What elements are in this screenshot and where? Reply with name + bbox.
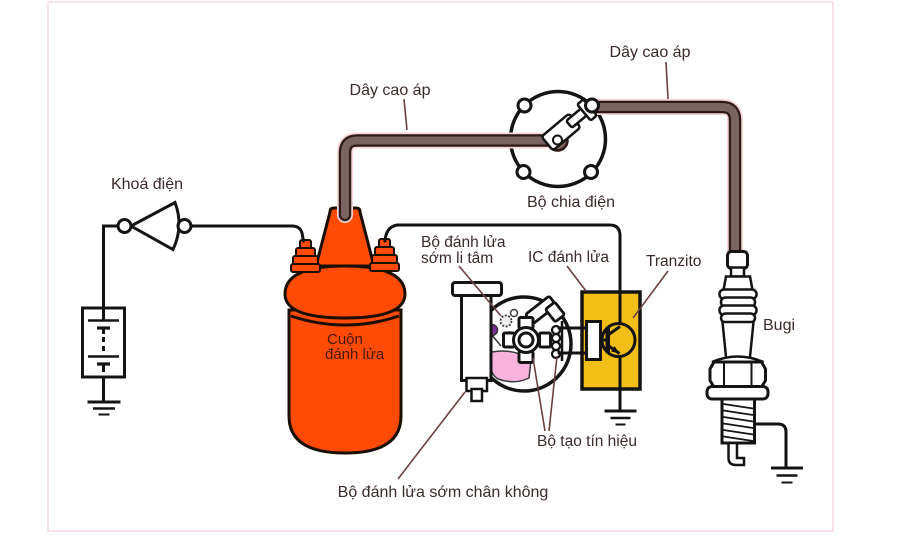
ignition-coil	[283, 206, 407, 455]
plug-terminal-nut	[726, 250, 749, 270]
ground-symbols	[87, 400, 803, 484]
coil-label-line2: đánh lửa	[325, 346, 385, 363]
transistor-base-bar	[605, 327, 610, 353]
labels: Dây cao áp Dây cao áp Khoá điện Bộ chia …	[111, 44, 795, 501]
hv-wire-left-label: Dây cao áp	[350, 82, 431, 99]
ic-input-terminal	[585, 320, 602, 361]
coil-body	[287, 308, 403, 455]
vacuum-advance-label: Bộ đánh lửa sớm chân không	[338, 484, 549, 501]
coil-label-line1: Cuộn	[327, 331, 363, 348]
plug-flare	[721, 275, 755, 292]
plug-electrode	[727, 441, 746, 467]
centrifugal-weight	[499, 314, 513, 328]
plug-washer	[705, 385, 770, 401]
switch-contact-right	[176, 218, 193, 234]
hv-wire-right-label: Dây cao áp	[610, 44, 691, 61]
ignition-switch-label: Khoá điện	[111, 176, 183, 193]
centrifugal-label-line1: Bộ đánh lửa	[421, 234, 506, 251]
plug-insulator-ribs	[718, 288, 758, 324]
hv-wire-core-right	[589, 103, 739, 255]
battery-symbol	[81, 306, 126, 379]
coil-label: Cuộn đánh lửa	[325, 331, 385, 363]
plug-ground-wire	[753, 422, 788, 470]
plug-hex-nut	[708, 360, 767, 389]
wire-coil-to-ic-ground	[383, 223, 622, 412]
transistor-label: Tranzito	[646, 253, 701, 270]
transistor-emitter-arrow	[611, 346, 620, 354]
diagram-border	[47, 1, 834, 532]
pickup-leads	[557, 326, 590, 355]
hv-wires	[337, 99, 743, 259]
ignition-ic-label: IC đánh lửa	[528, 249, 609, 266]
wire-switch-to-coil	[189, 224, 305, 243]
wire-switch-to-battery	[102, 224, 120, 310]
switch-contact-left	[116, 218, 133, 234]
distributor-rotor	[541, 98, 598, 152]
plug-neck	[729, 266, 746, 278]
pointer-ic	[566, 265, 587, 292]
coil-cap	[283, 264, 407, 320]
pointer-hv-right	[665, 61, 669, 100]
pointer-vacuum	[397, 391, 466, 480]
centrifugal-label-line2: sớm li tâm	[421, 250, 493, 267]
signal-generator-label: Bộ tạo tín hiệu	[537, 433, 637, 450]
distributor-label: Bộ chia điện	[527, 194, 615, 211]
plug-threads	[723, 403, 754, 442]
transistor-symbol	[600, 322, 637, 358]
signal-mechanism	[475, 295, 573, 393]
circuit-wires	[102, 223, 622, 412]
rotor-arm-tip-lower	[544, 301, 566, 323]
pointer-transistor	[632, 270, 669, 319]
pointer-hv-left	[403, 98, 408, 131]
distributor-screws	[515, 97, 600, 180]
vacuum-advance-unit	[451, 281, 503, 403]
coil-terminal-left	[290, 239, 321, 273]
pickup-coil	[550, 321, 564, 361]
switch-wedge	[127, 200, 181, 252]
small-gear	[509, 308, 519, 318]
spark-plug	[705, 250, 788, 470]
spark-plug-label: Bugi	[763, 317, 795, 334]
cam	[502, 316, 552, 364]
pointer-centrifugal	[458, 265, 502, 317]
pointer-lines	[397, 61, 669, 480]
hv-wire-core-left	[341, 136, 560, 219]
coil-step-line	[290, 314, 400, 327]
hv-wire-distributor-to-plug	[586, 100, 742, 258]
ignition-switch-symbol	[116, 200, 193, 252]
plug-hex-facets	[723, 362, 753, 387]
pointer-signal-generator	[532, 355, 558, 432]
coil-terminal-right	[369, 238, 400, 272]
rotor-center	[552, 134, 563, 146]
coil-ht-tower	[314, 206, 376, 268]
